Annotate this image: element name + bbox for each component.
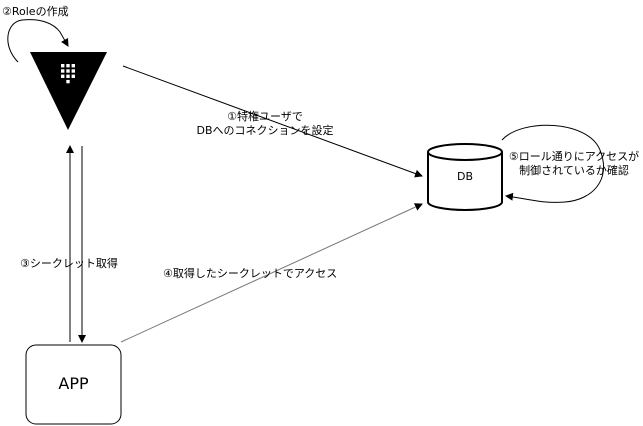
app-label: APP bbox=[58, 374, 89, 393]
step1-label: ①特権ユーザで DBへのコネクションを設定 bbox=[195, 110, 335, 138]
connection-config-arrow bbox=[122, 65, 423, 178]
step5-label-line2: 制御されているか確認 bbox=[519, 164, 629, 177]
step5-label-line1: ⑤ロール通りにアクセスが bbox=[508, 150, 640, 163]
step3-label: ③シークレット取得 bbox=[20, 257, 118, 270]
step4-label: ④取得したシークレットでアクセス bbox=[163, 267, 338, 280]
step1-label-line2: DBへのコネクションを設定 bbox=[196, 124, 334, 137]
access-check-arrow bbox=[501, 124, 605, 203]
app-box bbox=[25, 344, 122, 425]
step2-label: ②Roleの作成 bbox=[2, 5, 69, 18]
role-create-arrow bbox=[7, 19, 69, 63]
db-label: DB bbox=[456, 170, 474, 183]
step5-label: ⑤ロール通りにアクセスが 制御されているか確認 bbox=[506, 150, 642, 178]
secret-access-arrow bbox=[120, 203, 423, 343]
step1-label-line1: ①特権ユーザで bbox=[227, 110, 303, 123]
vault-logo-icon bbox=[30, 52, 107, 130]
db-cylinder bbox=[427, 143, 503, 211]
